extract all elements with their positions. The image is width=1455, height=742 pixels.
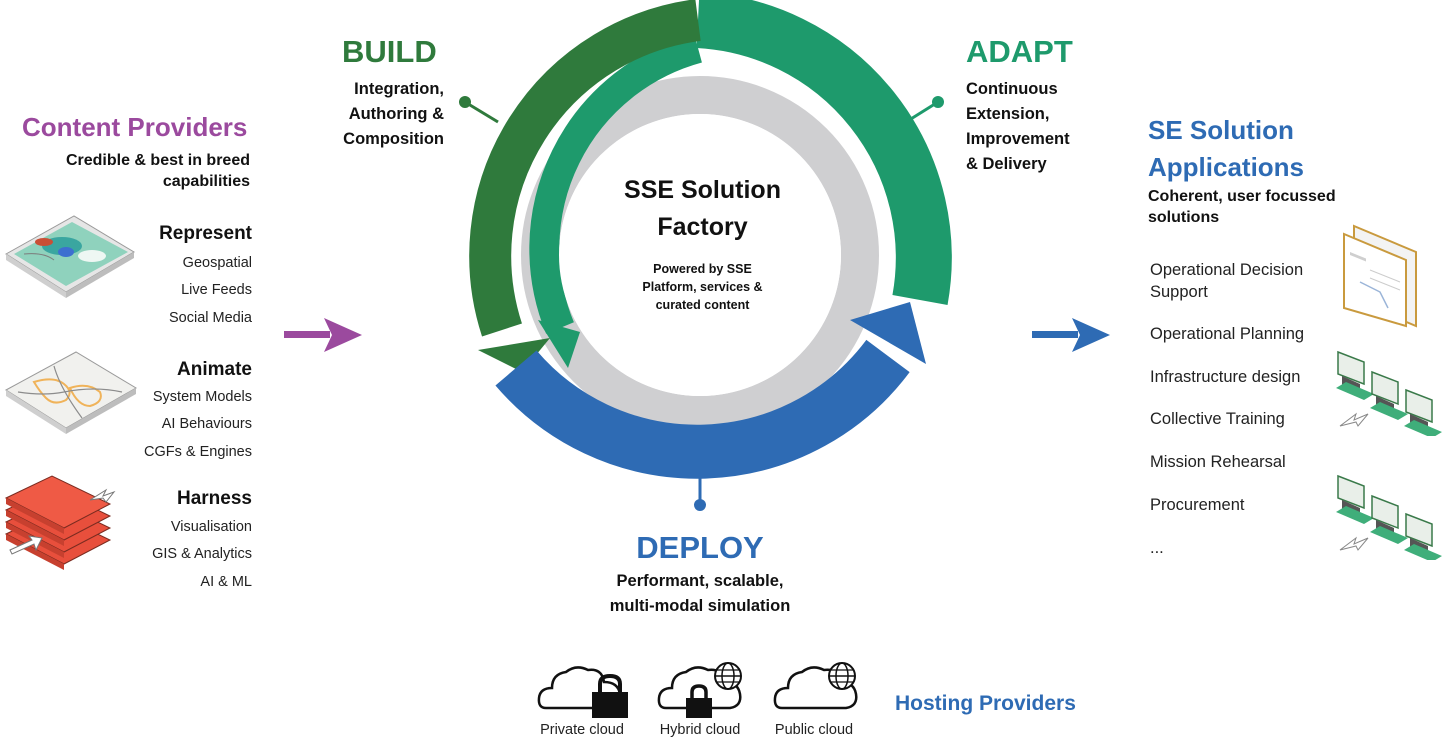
adapt-description: Continuous Extension, Improvement & Deli… (966, 80, 1070, 173)
workstation-cluster-icon-2 (1336, 474, 1442, 560)
represent-item-live-feeds: Live Feeds (181, 282, 252, 298)
animate-heading: Animate (177, 359, 252, 380)
app-mission-rehearsal: Mission Rehearsal (1150, 453, 1286, 471)
content-flow-arrow-icon (284, 318, 362, 352)
hosting-providers-title: Hosting Providers (895, 692, 1076, 715)
app-more-ellipsis: ... (1150, 539, 1164, 557)
app-collective-training: Collective Training (1150, 410, 1285, 428)
app-infrastructure-design: Infrastructure design (1150, 368, 1301, 386)
geospatial-map-tile-icon (5, 215, 135, 298)
represent-item-geospatial: Geospatial (182, 255, 252, 271)
factory-subtitle: Powered by SSE Platform, services & cura… (642, 262, 763, 312)
deploy-connector-dot (694, 499, 706, 511)
adapt-connector-dot (932, 96, 944, 108)
harness-item-ai-ml: AI & ML (200, 574, 252, 590)
represent-item-social-media: Social Media (168, 310, 252, 326)
harness-item-gis-analytics: GIS & Analytics (152, 546, 252, 562)
deploy-title: DEPLOY (636, 530, 764, 565)
build-arrowhead (478, 338, 550, 372)
adapt-connector (905, 100, 939, 124)
deploy-description: Performant, scalable, multi-modal simula… (609, 572, 791, 615)
animate-item-system-models: System Models (152, 389, 252, 405)
harness-heading: Harness (177, 488, 252, 509)
app-procurement: Procurement (1150, 496, 1245, 514)
adapt-inner-arc (529, 33, 702, 334)
content-providers-title: Content Providers (22, 112, 248, 142)
adapt-inner-arrowhead (538, 320, 580, 368)
build-arc (469, 0, 701, 337)
cloud-lock-globe-icon (657, 662, 742, 718)
animate-item-ai-behaviours: AI Behaviours (161, 416, 252, 432)
build-title: BUILD (342, 34, 437, 69)
cloud-globe-icon (773, 662, 858, 710)
animate-item-cgfs-engines: CGFs & Engines (144, 444, 252, 460)
hybrid-cloud-label: Hybrid cloud (659, 722, 741, 738)
public-cloud-label: Public cloud (774, 722, 854, 738)
deploy-arc (495, 339, 910, 479)
cloud-lock-icon (537, 666, 628, 718)
harness-item-visualisation: Visualisation (170, 519, 252, 535)
stacked-layers-icon (4, 475, 116, 570)
solution-factory-cycle (459, 0, 952, 511)
application-documents-icon (1343, 224, 1417, 328)
content-providers-subtitle: Credible & best in breed capabilities (65, 152, 250, 190)
factory-title: SSE Solution Factory (624, 176, 781, 241)
deploy-arrowhead (850, 302, 926, 364)
build-connector (464, 100, 499, 124)
represent-heading: Represent (159, 223, 252, 244)
se-solution-subtitle: Coherent, user focussed solutions (1148, 188, 1336, 226)
private-cloud-label: Private cloud (540, 722, 624, 738)
app-operational-planning: Operational Planning (1150, 325, 1305, 343)
delivery-flow-arrow-icon (1032, 318, 1110, 352)
terrain-model-tile-icon (5, 351, 137, 434)
build-connector-dot (459, 96, 471, 108)
se-solution-title: SE Solution Applications (1148, 115, 1305, 182)
build-description: Integration, Authoring & Composition (343, 80, 444, 148)
adapt-title: ADAPT (966, 34, 1073, 69)
app-operational-decision-support: Operational Decision Support (1150, 261, 1304, 301)
workstation-cluster-icon (1336, 350, 1442, 436)
adapt-arc (696, 0, 952, 305)
